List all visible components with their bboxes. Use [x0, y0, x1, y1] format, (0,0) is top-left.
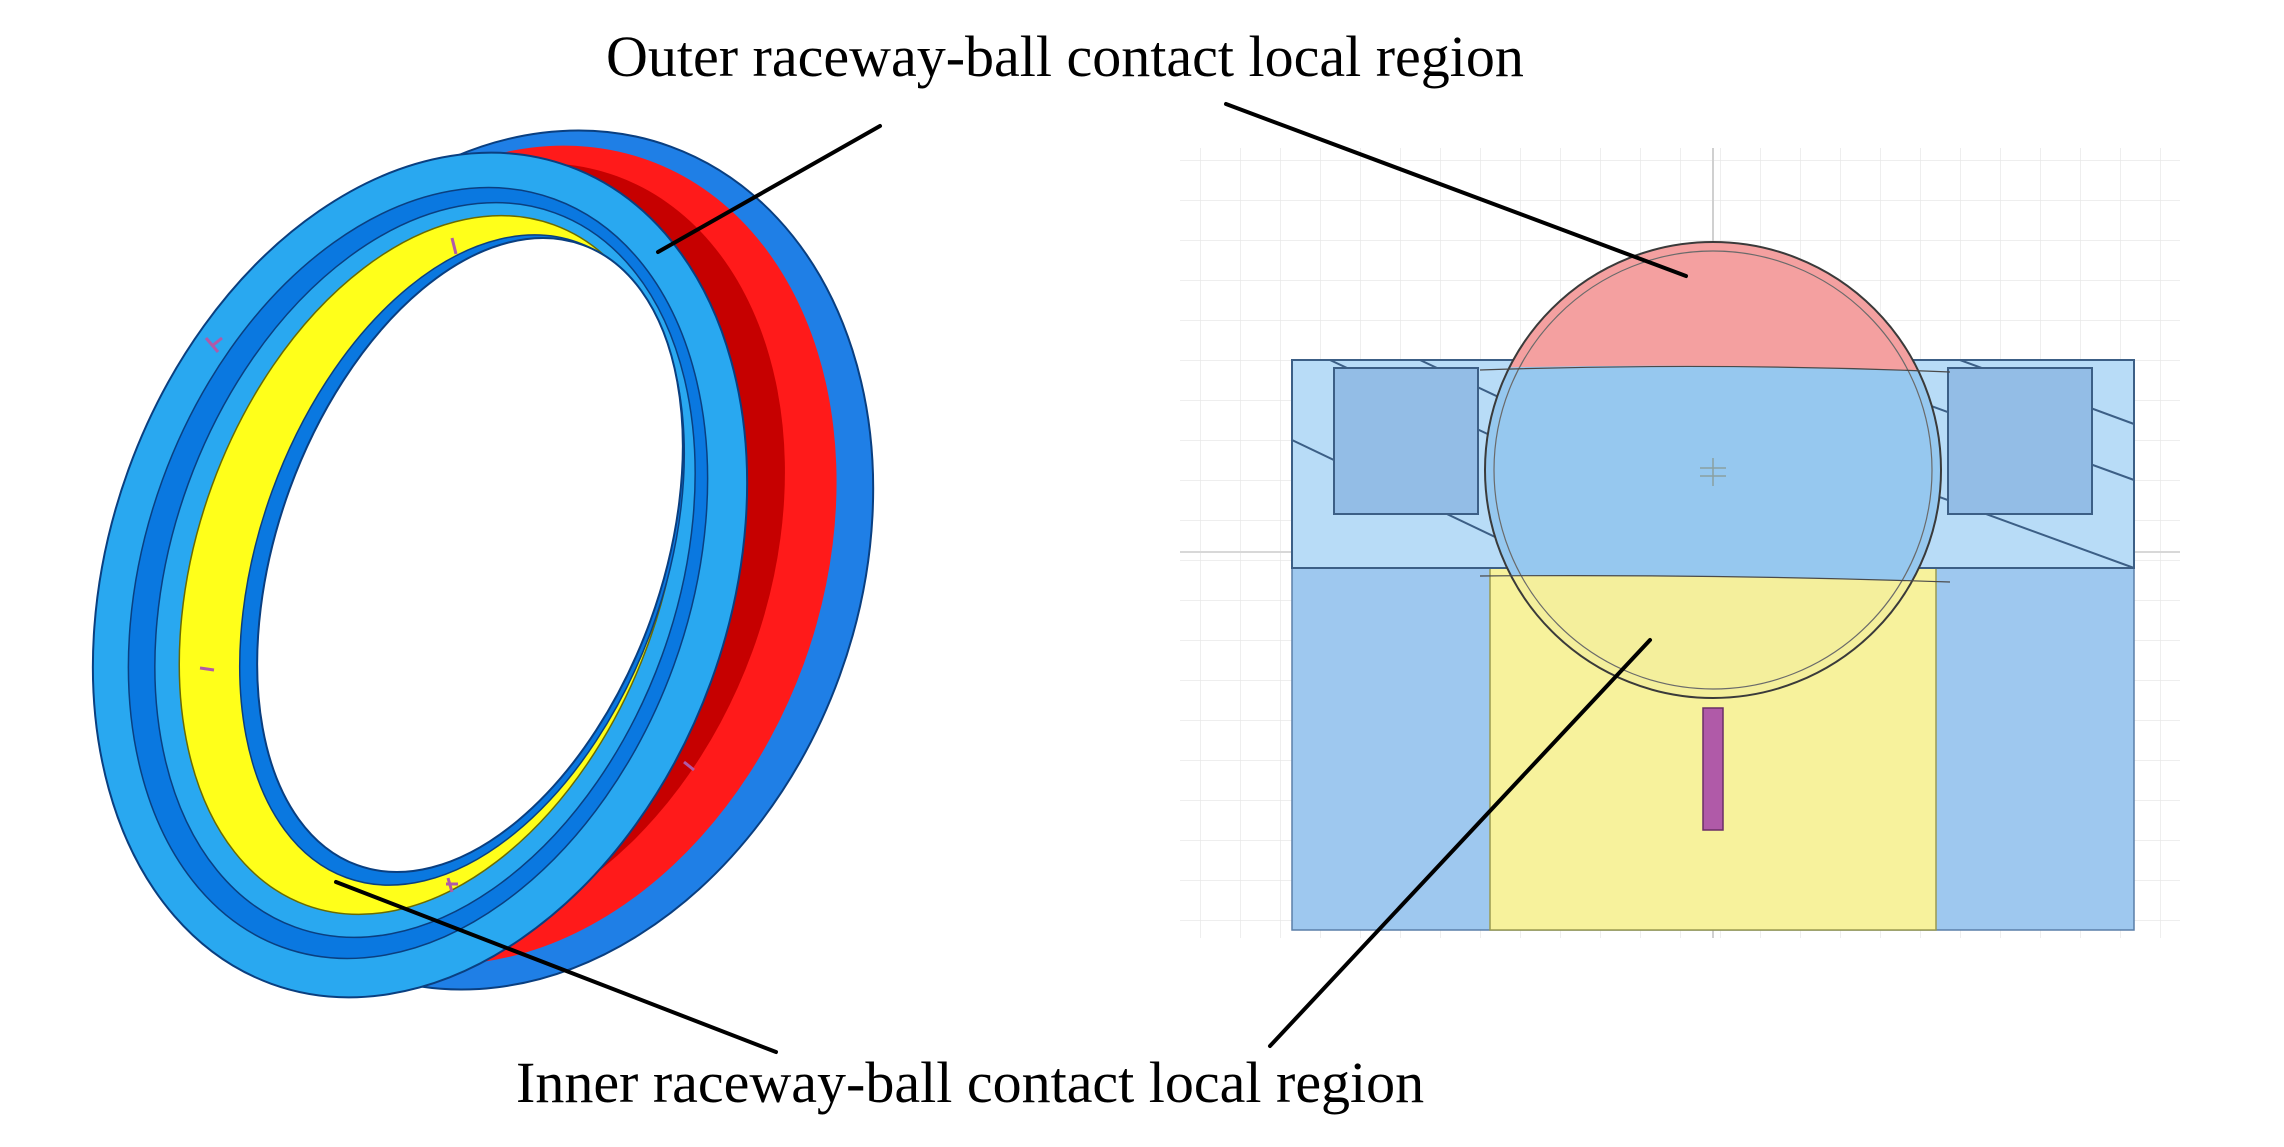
ring-front-face — [91, 151, 749, 999]
sensor-pin — [1702, 707, 1724, 831]
leader-outer-left — [656, 124, 882, 254]
leader-lines — [334, 102, 1688, 1054]
right-cavity — [1947, 367, 2093, 515]
leader-inner-left — [334, 880, 778, 1054]
ball-markers — [199, 237, 695, 893]
ball-middle-region — [1485, 365, 1941, 582]
leader-inner-right — [1268, 638, 1652, 1048]
bearing-cross-section — [1180, 148, 2180, 938]
bearing-ring-3d — [91, 129, 875, 999]
left-cavity — [1333, 367, 1479, 515]
leader-outer-right — [1224, 102, 1688, 278]
outer-region-label: Outer raceway-ball contact local region — [606, 24, 1524, 89]
inner-region-label: Inner raceway-ball contact local region — [516, 1050, 1425, 1115]
